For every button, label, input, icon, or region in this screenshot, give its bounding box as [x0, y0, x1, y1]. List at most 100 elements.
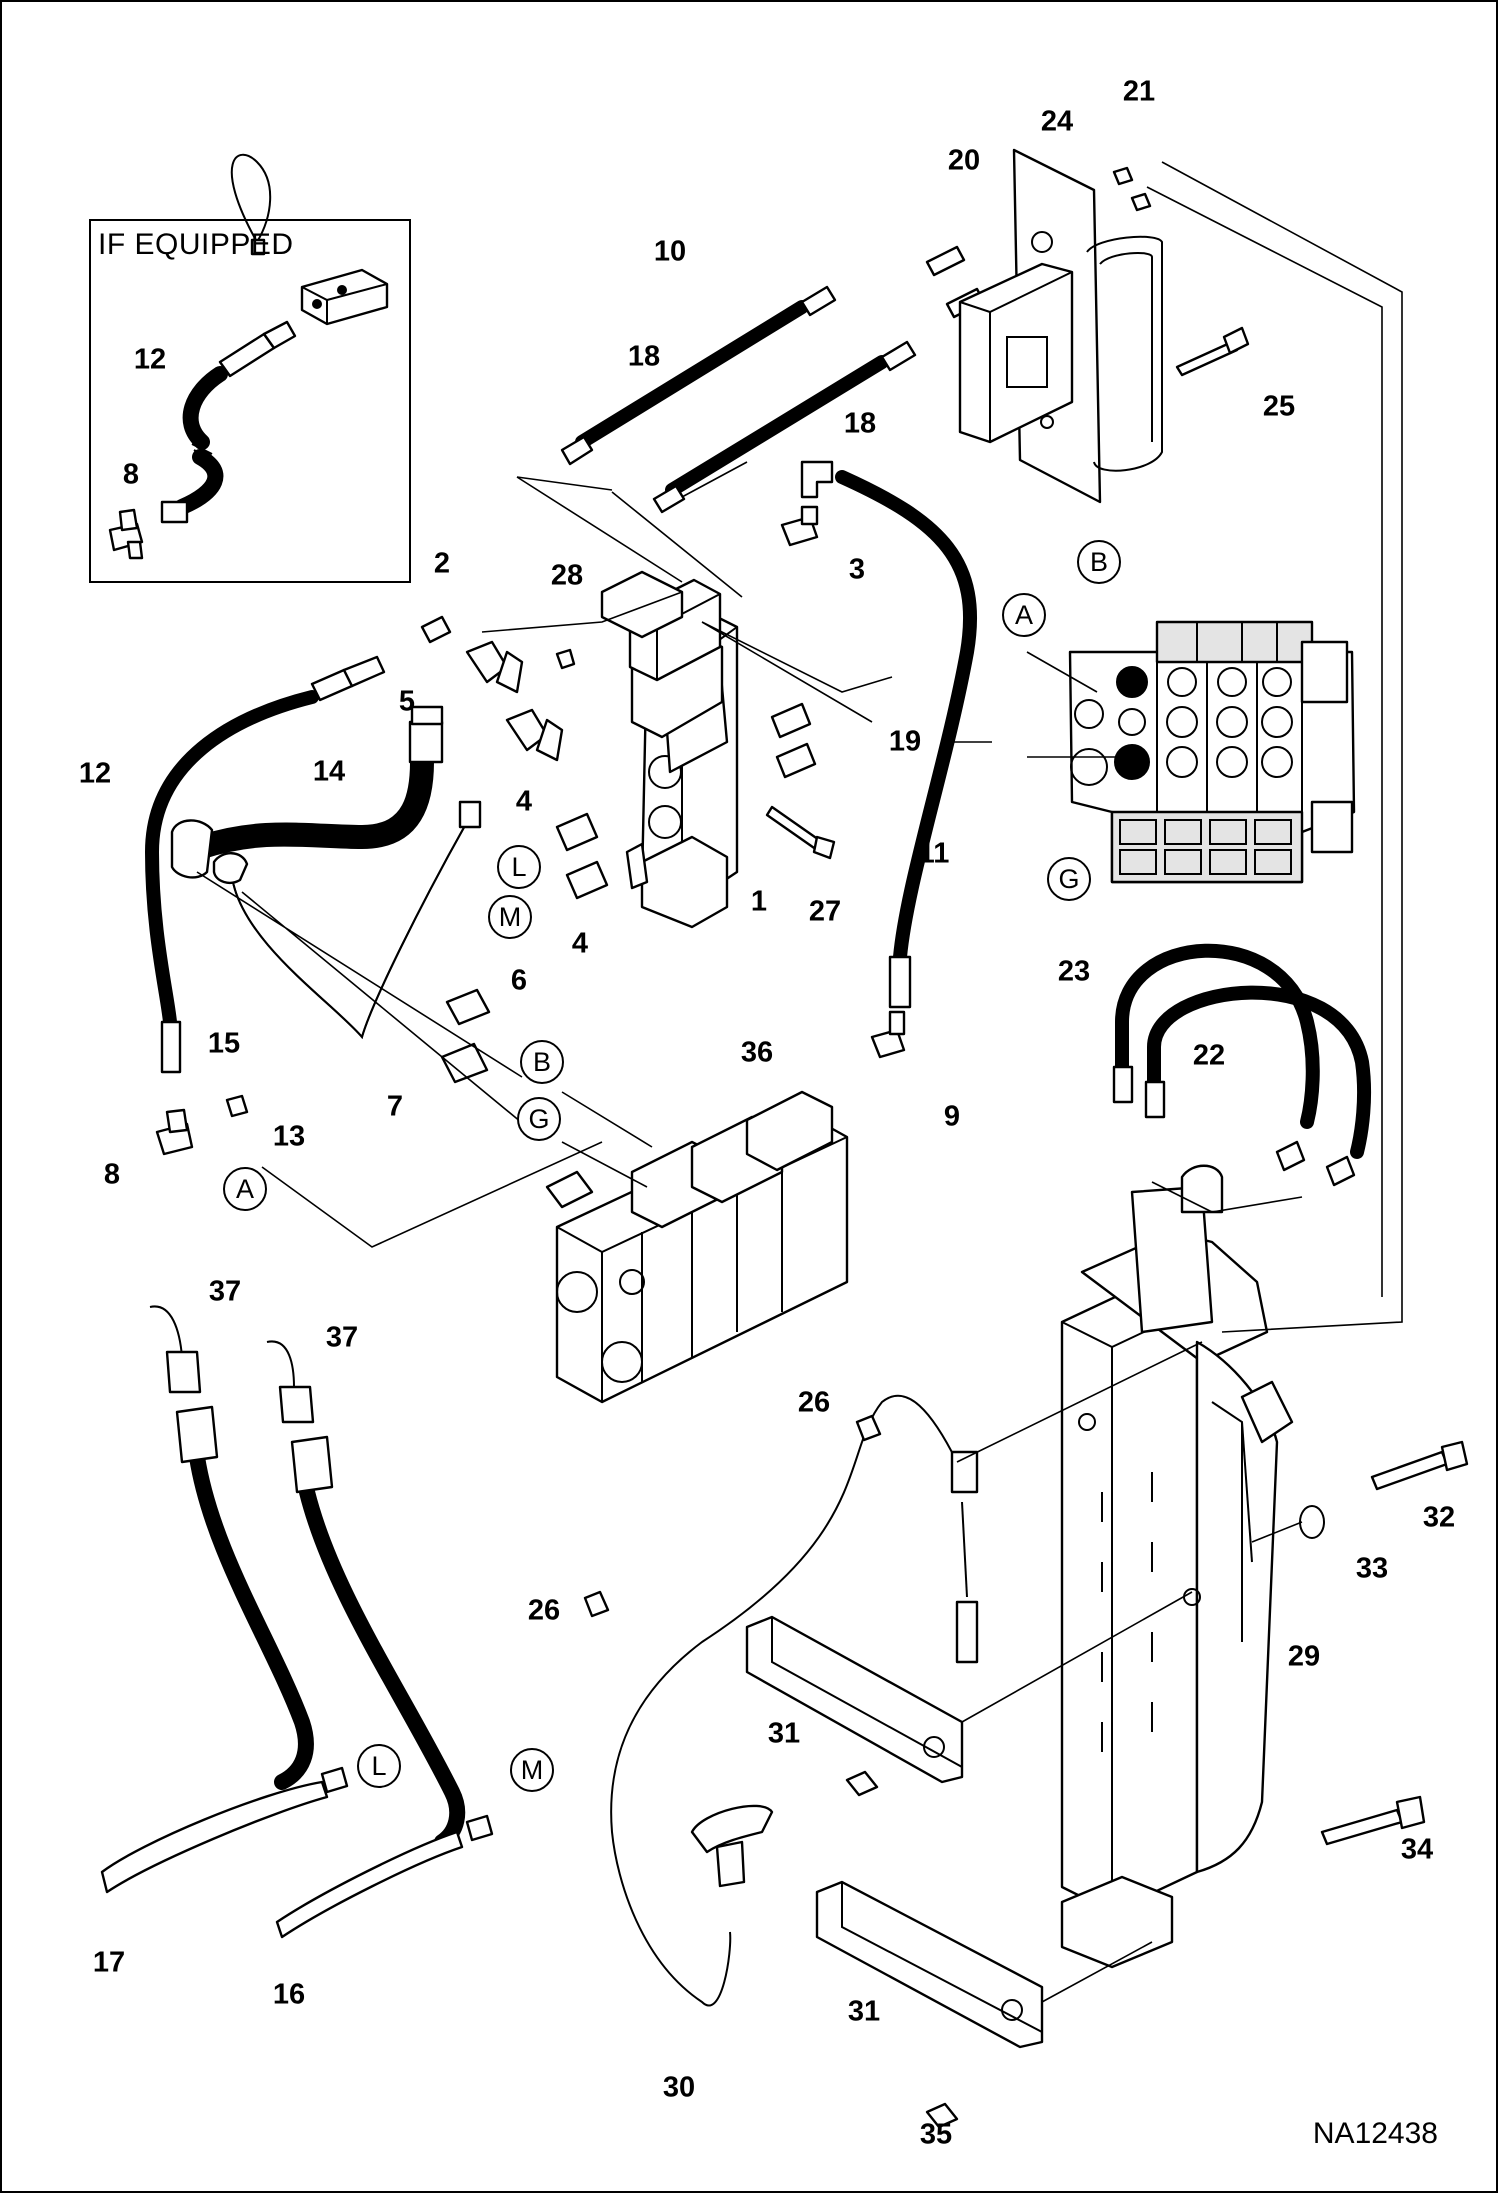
cable-30 [610, 1394, 979, 2007]
callout-37-right: 37 [325, 1321, 359, 1354]
callout-31-upper: 31 [767, 1717, 801, 1750]
hoses-16-17 [100, 1405, 494, 1939]
fitting-6 [445, 988, 491, 1026]
callout-1: 1 [750, 885, 768, 918]
callout-36: 36 [740, 1036, 774, 1069]
valve-port-detail [1068, 620, 1356, 884]
hose-14 [170, 705, 444, 879]
callout-30: 30 [662, 2071, 696, 2104]
fitting-7 [440, 1042, 489, 1084]
elbow-9 [870, 1010, 906, 1059]
inset-tee-block [300, 268, 389, 326]
callout-26-lower: 26 [527, 1594, 561, 1627]
control-valve-36 [545, 1090, 849, 1404]
port-letter-b-mid: B [520, 1040, 564, 1084]
callout-15: 15 [207, 1027, 241, 1060]
inset-title: IF EQUIPPED [98, 228, 294, 261]
port-letter-m-selector: M [488, 895, 532, 939]
callout-33: 33 [1355, 1552, 1389, 1585]
callout-3: 3 [848, 553, 866, 586]
inset-hose-upper [182, 366, 228, 450]
callout-7: 7 [386, 1090, 404, 1123]
inset-fitting-upper [218, 320, 297, 378]
callout-25: 25 [1262, 390, 1296, 423]
callout-20: 20 [947, 144, 981, 177]
figure-code: NA12438 [1312, 2117, 1438, 2150]
callout-9: 9 [943, 1100, 961, 1133]
callout-4-lower: 4 [571, 927, 589, 960]
nuts-35 [845, 1770, 959, 2129]
port-letter-m-hose: M [510, 1748, 554, 1792]
port-letter-g-mid: G [517, 1097, 561, 1141]
port-letter-a-valve: A [1002, 593, 1046, 637]
tube-15 [212, 800, 482, 1040]
callout-13: 13 [272, 1120, 306, 1153]
callout-37-left: 37 [208, 1275, 242, 1308]
callout-5: 5 [398, 685, 416, 718]
callout-35: 35 [919, 2118, 953, 2151]
callout-11: 11 [918, 837, 950, 870]
callout-12: 12 [78, 757, 112, 790]
fitting-2 [420, 615, 452, 644]
fittings-5 [465, 640, 564, 762]
inset-frame [89, 219, 411, 583]
port-letter-l-hose: L [357, 1744, 401, 1788]
callout-28: 28 [550, 559, 584, 592]
port-letter-a-mid: A [223, 1167, 267, 1211]
hose-12 [145, 655, 386, 1074]
port-letter-b-valve: B [1077, 540, 1121, 584]
hose-11 [800, 460, 978, 1009]
callout-32: 32 [1422, 1501, 1456, 1534]
callout-34: 34 [1400, 1833, 1434, 1866]
leader-lines [196, 161, 1403, 2003]
fittings-4 [555, 812, 609, 900]
callout-22: 22 [1192, 1039, 1226, 1072]
callout-18-lower: 18 [843, 407, 877, 440]
port-letter-g-valve: G [1047, 857, 1091, 901]
callout-17: 17 [92, 1946, 126, 1979]
selector-valve-1 [600, 570, 739, 929]
callout-8: 8 [103, 1158, 121, 1191]
bars-31 [745, 1615, 1044, 2049]
bolt-25 [1175, 326, 1250, 377]
inset-tee-8 [108, 508, 144, 560]
callout-21: 21 [1122, 75, 1156, 108]
bolt-32 [1370, 1440, 1469, 1491]
fittings-37 [149, 1305, 315, 1424]
elbow-3 [780, 505, 819, 547]
hoses-22-23 [1112, 943, 1372, 1187]
callout-14: 14 [312, 755, 346, 788]
inset-fitting-lower [160, 500, 189, 524]
callout-19: 19 [888, 725, 922, 758]
callout-23: 23 [1057, 955, 1091, 988]
callout-2: 2 [433, 547, 451, 580]
callout-10: 10 [653, 235, 687, 268]
bolt-34 [1320, 1795, 1426, 1846]
callout-18-upper: 18 [627, 340, 661, 373]
clamps-26 [583, 1414, 882, 1618]
bolt-27 [765, 805, 836, 860]
tee-8 [155, 1108, 194, 1156]
nut-28 [555, 648, 576, 670]
hoses-18 [560, 285, 917, 514]
callout-4-upper: 4 [515, 785, 533, 818]
callout-31-lower: 31 [847, 1995, 881, 2028]
callout-6: 6 [510, 964, 528, 997]
washer-33 [1299, 1505, 1325, 1539]
cable-tie-10 [230, 153, 272, 256]
inset-if-equipped [89, 219, 411, 583]
callout-29: 29 [1287, 1640, 1321, 1673]
mount-frame-29 [1060, 1164, 1294, 1969]
port-letter-l-selector: L [497, 845, 541, 889]
callout-12-inset: 12 [133, 343, 167, 376]
callout-26-upper: 26 [797, 1386, 831, 1419]
bracket-24 [958, 148, 1163, 504]
callout-16: 16 [272, 1978, 306, 2011]
callout-27: 27 [808, 895, 842, 928]
callout-24: 24 [1040, 105, 1074, 138]
elbows-19 [770, 702, 817, 779]
cap-13 [225, 1094, 249, 1118]
callout-8-inset: 8 [122, 458, 140, 491]
